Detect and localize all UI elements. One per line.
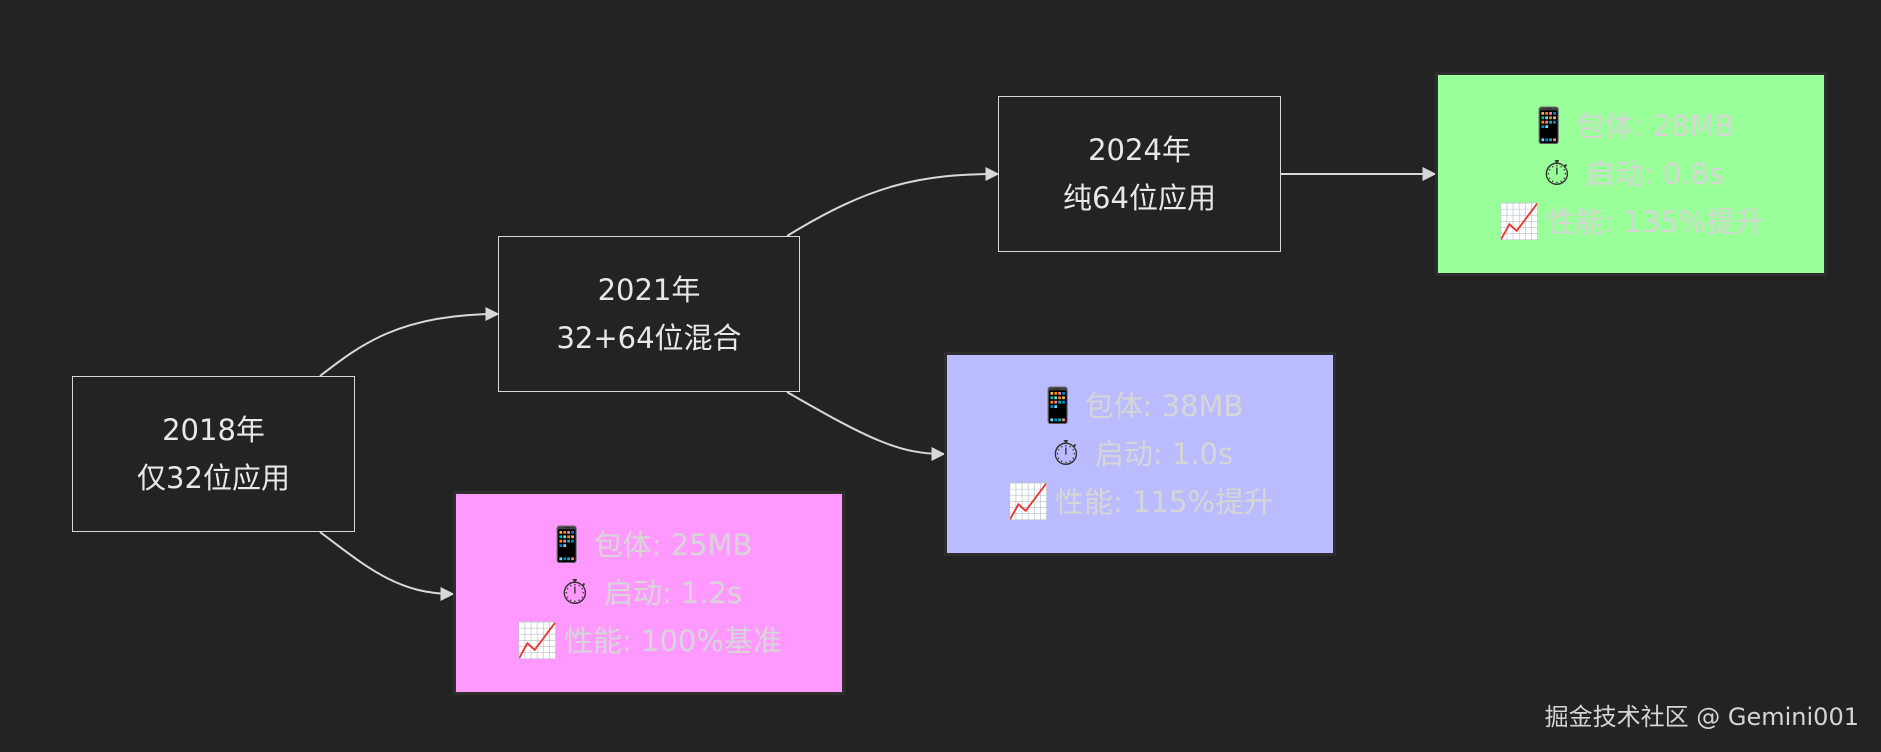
mobile-phone-icon: 📱 bbox=[1527, 106, 1570, 146]
stopwatch-icon: ⏱ bbox=[1052, 434, 1080, 474]
metrics-2021-perf: 性能: 115%提升 bbox=[1055, 485, 1273, 519]
node-2024-year: 2024年 bbox=[1088, 133, 1191, 167]
metrics-2018-startup: 启动: 1.2s bbox=[603, 576, 743, 610]
metrics-2024: 📱包体: 28MB ⏱ 启动: 0.8s 📈性能: 135%提升 bbox=[1435, 72, 1827, 276]
node-2021-desc: 32+64位混合 bbox=[556, 321, 742, 355]
metrics-2018: 📱包体: 25MB ⏱ 启动: 1.2s 📈性能: 100%基准 bbox=[453, 491, 845, 695]
chart-increasing-icon: 📈 bbox=[1498, 202, 1541, 242]
node-2018-year: 2018年 bbox=[162, 413, 265, 447]
edge-2021-to-2024 bbox=[786, 167, 1000, 237]
chart-increasing-icon: 📈 bbox=[1007, 482, 1050, 522]
mobile-phone-icon: 📱 bbox=[1036, 386, 1079, 426]
mobile-phone-icon: 📱 bbox=[545, 525, 588, 565]
edge-2018-to-metrics-2018 bbox=[319, 531, 455, 601]
node-2018: 2018年 仅32位应用 bbox=[72, 376, 355, 532]
edge-2018-to-2021 bbox=[319, 307, 500, 377]
stopwatch-icon: ⏱ bbox=[561, 573, 589, 613]
node-2021: 2021年 32+64位混合 bbox=[498, 236, 800, 392]
metrics-2024-perf: 性能: 135%提升 bbox=[1546, 205, 1764, 239]
metrics-2021-size: 包体: 38MB bbox=[1084, 389, 1244, 423]
metrics-2021-startup: 启动: 1.0s bbox=[1094, 437, 1234, 471]
edge-2021-to-metrics-2021 bbox=[786, 391, 946, 461]
node-2021-year: 2021年 bbox=[597, 273, 701, 307]
metrics-2018-size: 包体: 25MB bbox=[593, 528, 753, 562]
metrics-2018-perf: 性能: 100%基准 bbox=[564, 624, 782, 658]
chart-increasing-icon: 📈 bbox=[516, 621, 559, 661]
node-2024: 2024年 纯64位应用 bbox=[998, 96, 1281, 252]
node-2024-desc: 纯64位应用 bbox=[1063, 181, 1216, 215]
metrics-2024-size: 包体: 28MB bbox=[1575, 109, 1735, 143]
metrics-2024-startup: 启动: 0.8s bbox=[1585, 157, 1725, 191]
stopwatch-icon: ⏱ bbox=[1543, 154, 1571, 194]
metrics-2021: 📱包体: 38MB ⏱ 启动: 1.0s 📈性能: 115%提升 bbox=[944, 352, 1336, 556]
node-2018-desc: 仅32位应用 bbox=[137, 461, 290, 495]
watermark: 掘金技术社区 @ Gemini001 bbox=[1544, 703, 1859, 731]
